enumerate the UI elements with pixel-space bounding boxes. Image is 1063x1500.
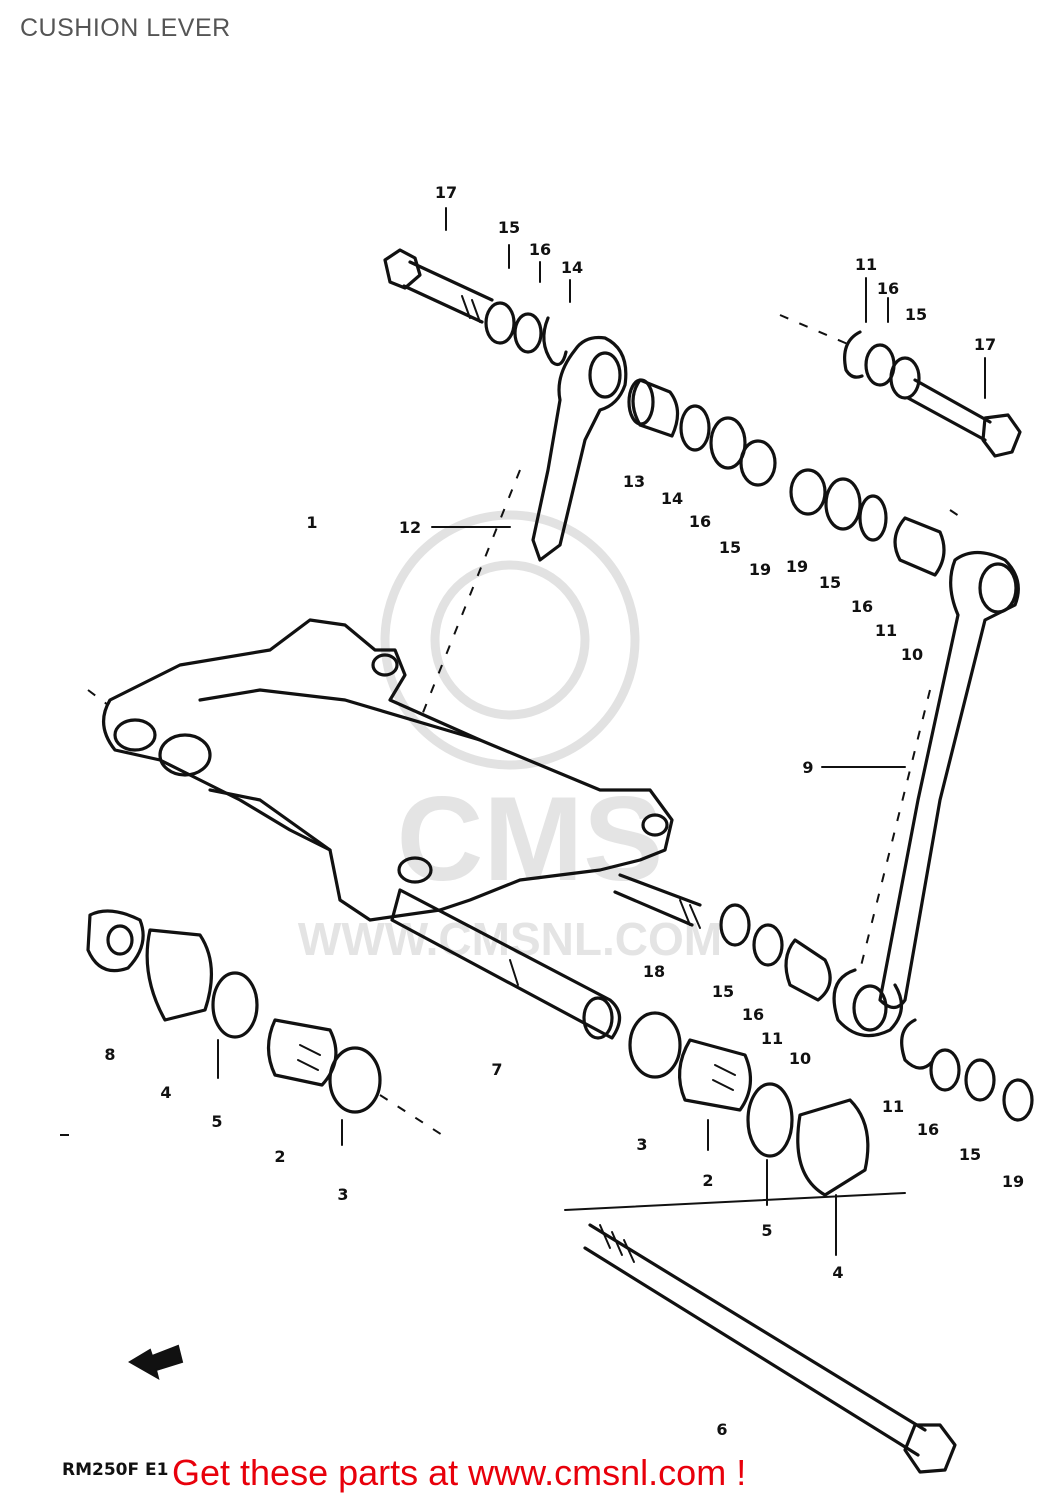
callout-label: 16 [529, 240, 551, 259]
watermark-emblem [380, 510, 640, 770]
callout-label: 3 [636, 1135, 647, 1154]
callout-label: 6 [716, 1420, 727, 1439]
callout-numbers: 17 15 16 14 11 16 15 17 1 12 13 14 16 15… [104, 183, 1024, 1439]
bolt-17-upper-right [906, 378, 1022, 458]
callout-label: 15 [712, 982, 734, 1001]
front-arrow-icon [128, 1344, 184, 1381]
callout-label: 13 [623, 472, 645, 491]
callout-label: 7 [491, 1060, 502, 1079]
bolt-17-upper-left [383, 248, 494, 324]
callout-label: 11 [761, 1029, 783, 1048]
washers-upper-right [843, 330, 921, 400]
tie-rod-12 [531, 335, 628, 562]
promo-link[interactable]: Get these parts at www.cmsnl.com ! [172, 1452, 747, 1493]
callout-label: 5 [211, 1112, 222, 1131]
callout-label: 18 [643, 962, 665, 981]
callout-label: 19 [749, 560, 771, 579]
washers-lower-right [900, 1018, 1034, 1122]
callout-label: 15 [819, 573, 841, 592]
leader-lines [60, 207, 986, 1256]
callout-label: 3 [337, 1185, 348, 1204]
callout-label: 4 [832, 1263, 843, 1282]
page-title: CUSHION LEVER [20, 14, 231, 42]
callout-label: 2 [274, 1147, 285, 1166]
callout-label: 17 [974, 335, 996, 354]
pivot-sleeve-7 [390, 888, 622, 1040]
callout-label: 19 [1002, 1172, 1024, 1191]
bushings-lower-right [628, 1011, 870, 1197]
washers-lower-middle [719, 903, 832, 1002]
callout-label: 17 [435, 183, 457, 202]
callout-label: 4 [160, 1083, 171, 1102]
callout-label: 8 [104, 1045, 115, 1064]
callout-label: 5 [761, 1221, 772, 1240]
callout-label: 11 [875, 621, 897, 640]
callout-label: 11 [855, 255, 877, 274]
watermark-brand: CMS [397, 772, 664, 906]
watermark-url: WWW.CMSNL.COM [298, 913, 722, 965]
long-bolt-6 [583, 1223, 957, 1474]
callout-label: 9 [802, 758, 813, 777]
callout-label: 15 [498, 218, 520, 237]
callout-label: 1 [306, 513, 317, 532]
callout-label: 12 [399, 518, 421, 537]
model-code: RM250F E1 [62, 1460, 169, 1480]
callout-label: 16 [851, 597, 873, 616]
watermark: CMS WWW.CMSNL.COM [298, 510, 722, 965]
bolt-18 [613, 873, 702, 929]
callout-label: 16 [917, 1120, 939, 1139]
callout-label: 2 [702, 1171, 713, 1190]
callout-label: 11 [882, 1097, 904, 1116]
bushings-middle-right [789, 468, 946, 577]
callout-label: 10 [901, 645, 923, 664]
callout-label: 15 [905, 305, 927, 324]
callout-label: 16 [689, 512, 711, 531]
callout-label: 16 [742, 1005, 764, 1024]
callout-label: 15 [959, 1145, 981, 1164]
callout-label: 10 [789, 1049, 811, 1068]
tie-rod-9 [832, 550, 1020, 1038]
callout-label: 19 [786, 557, 808, 576]
bushings-middle-left [627, 378, 777, 487]
callout-label: 14 [661, 489, 683, 508]
washers-upper-left [484, 301, 568, 366]
callout-label: 14 [561, 258, 583, 277]
callout-label: 16 [877, 279, 899, 298]
callout-label: 15 [719, 538, 741, 557]
bushings-lower-left [86, 909, 382, 1114]
